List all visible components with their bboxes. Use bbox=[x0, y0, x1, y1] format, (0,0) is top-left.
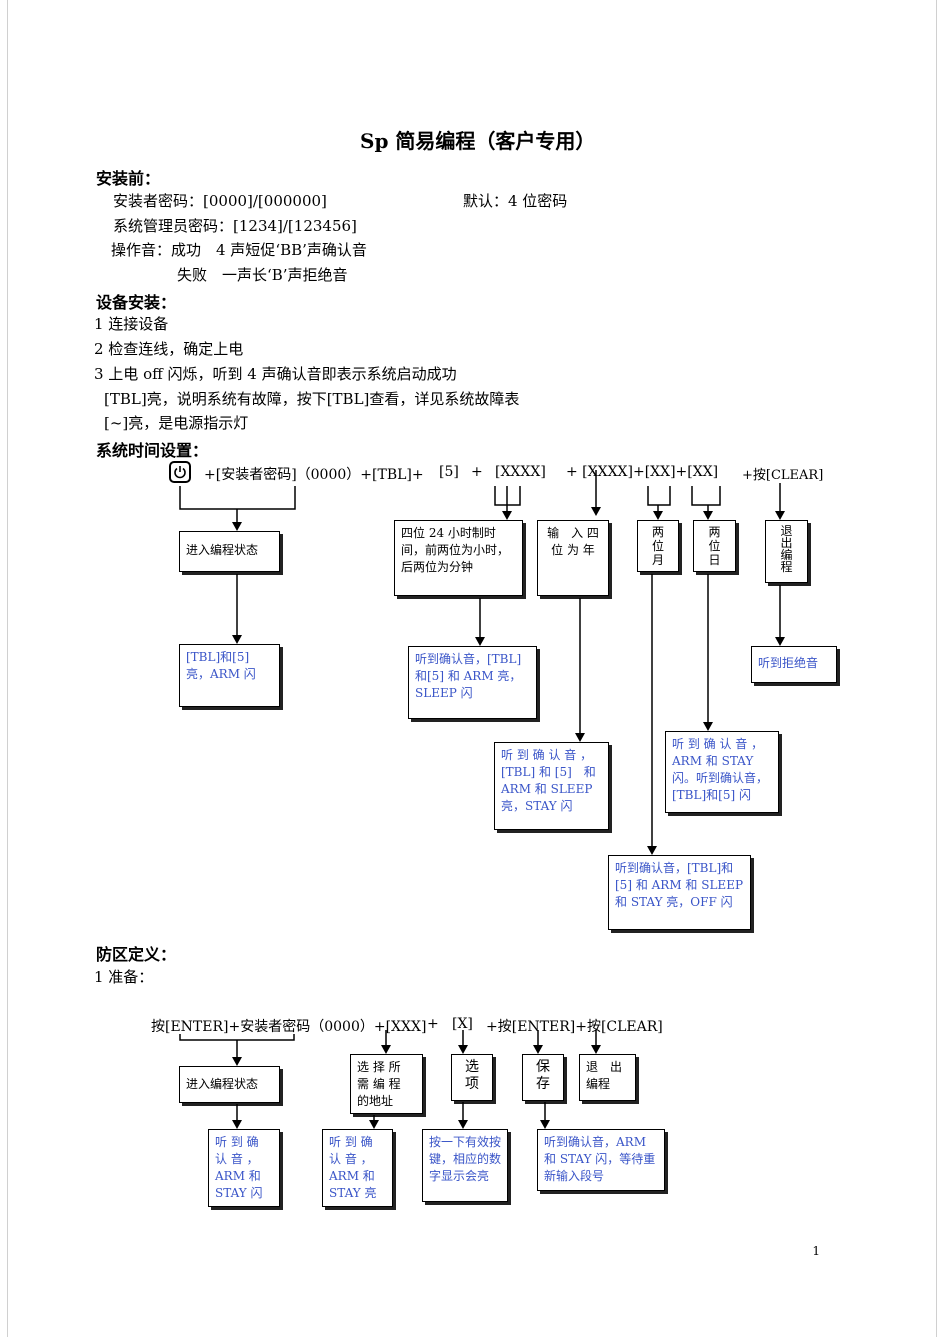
time-seq-part1: +[安装者密码]（0000）+[TBL]+ bbox=[204, 467, 424, 483]
zone-flow-arrowheads bbox=[232, 1045, 601, 1129]
box-month: 两位月 bbox=[637, 520, 679, 572]
install-step: 1 连接设备 bbox=[94, 315, 169, 333]
zone-seq-part3: [X] bbox=[452, 1016, 473, 1032]
zone-flow-lines bbox=[179, 1030, 597, 1125]
zone-box-save: 保存 bbox=[522, 1054, 564, 1101]
page-title: Sp 简易编程（客户专用） bbox=[360, 129, 596, 153]
box-exit-programming: 退出编程 bbox=[765, 520, 808, 583]
zone-box-option: 选项 bbox=[451, 1054, 493, 1101]
install-step: 3 上电 off 闪烁，听到 4 声确认音即表示系统启动成功 bbox=[94, 365, 457, 383]
tone-success: 操作音：成功 4 声短促‘BB’声确认音 bbox=[111, 241, 367, 259]
section-device-install: 设备安装： bbox=[96, 293, 177, 312]
install-step: 2 检查连线，确定上电 bbox=[94, 340, 244, 358]
install-step: [TBL]亮，说明系统有故障，按下[TBL]查看，详见系统故障表 bbox=[104, 390, 520, 408]
time-seq-part3: + bbox=[471, 464, 483, 480]
bracket-day bbox=[691, 486, 721, 506]
box-year: 输 入 四 位 为 年 bbox=[537, 520, 609, 596]
section-before-install: 安装前： bbox=[96, 169, 161, 188]
page-border bbox=[7, 0, 937, 1337]
page-number: 1 bbox=[812, 1244, 820, 1258]
zone-box-enter-programming: 进入编程状态 bbox=[179, 1066, 280, 1103]
box-exit-label: 退出编程 bbox=[780, 524, 793, 574]
result-year: 听 到 确 认 音 ，[TBL] 和 [5] 和 ARM 和 SLEEP 亮，S… bbox=[494, 742, 609, 830]
time-flow-arrowheads bbox=[232, 507, 785, 855]
zone-result-address: 听 到 确 认 音 ， ARM 和 STAY 亮 bbox=[322, 1129, 393, 1207]
zone-box-exit: 退 出 编程 bbox=[579, 1054, 636, 1101]
result-enter-programming: [TBL]和[5]亮，ARM 闪 bbox=[179, 644, 280, 707]
zone-result-enter: 听 到 确 认 音 ， ARM 和 STAY 闪 bbox=[208, 1129, 280, 1207]
admin-code: 系统管理员密码：[1234]/[123456] bbox=[113, 217, 357, 235]
zone-bracket bbox=[179, 1034, 295, 1041]
result-time: 听到确认音，[TBL]和[5] 和 ARM 亮，SLEEP 闪 bbox=[408, 646, 537, 719]
default-code-note: 默认：4 位密码 bbox=[463, 192, 568, 210]
installer-code: 安装者密码：[0000]/[000000] bbox=[113, 192, 327, 210]
box-day: 两位日 bbox=[693, 520, 736, 572]
box-month-label: 两位月 bbox=[651, 525, 664, 567]
time-seq-part2: [5] bbox=[439, 464, 459, 480]
zone-result-option: 按一下有效按键，相应的数字显示会亮 bbox=[422, 1129, 508, 1202]
zone-step-prepare: 1 准备： bbox=[94, 968, 154, 986]
box-time-format: 四位 24 小时制时间，前两位为小时，后两位为分钟 bbox=[394, 520, 523, 596]
time-flow-lines bbox=[179, 470, 781, 851]
zone-seq-part1: 按[ENTER]+安装者密码（0000）+[XXX] bbox=[151, 1019, 427, 1035]
time-seq-part4: [XXXX] bbox=[495, 464, 546, 480]
bracket-month bbox=[647, 486, 671, 506]
result-day: 听 到 确 认 音 ，ARM 和 STAY 闪。听到确认音，[TBL]和[5] … bbox=[665, 731, 779, 813]
install-step: [~]亮，是电源指示灯 bbox=[104, 414, 249, 432]
time-seq-part5: + [XXXX]+[XX]+[XX] bbox=[566, 464, 719, 480]
box-day-label: 两位日 bbox=[708, 525, 721, 567]
tone-fail: 失败 一声长‘B’声拒绝音 bbox=[177, 266, 348, 284]
zone-seq-part2: + bbox=[427, 1016, 439, 1032]
zone-seq-part4: +按[ENTER]+按[CLEAR] bbox=[486, 1019, 663, 1035]
power-icon bbox=[169, 461, 191, 483]
section-time-setting: 系统时间设置： bbox=[96, 441, 209, 460]
result-month: 听到确认音，[TBL]和[5] 和 ARM 和 SLEEP 和 STAY 亮，O… bbox=[608, 855, 751, 930]
zone-result-save: 听到确认音，ARM 和 STAY 闪，等待重新输入段号 bbox=[537, 1129, 665, 1191]
bracket-power-seq bbox=[179, 486, 296, 510]
box-enter-programming: 进入编程状态 bbox=[179, 531, 280, 572]
time-seq-part6: +按[CLEAR] bbox=[742, 468, 824, 483]
zone-box-address: 选 择 所 需 编 程 的地址 bbox=[350, 1054, 423, 1114]
result-exit: 听到拒绝音 bbox=[751, 646, 837, 683]
section-zone-definition: 防区定义： bbox=[96, 945, 177, 964]
